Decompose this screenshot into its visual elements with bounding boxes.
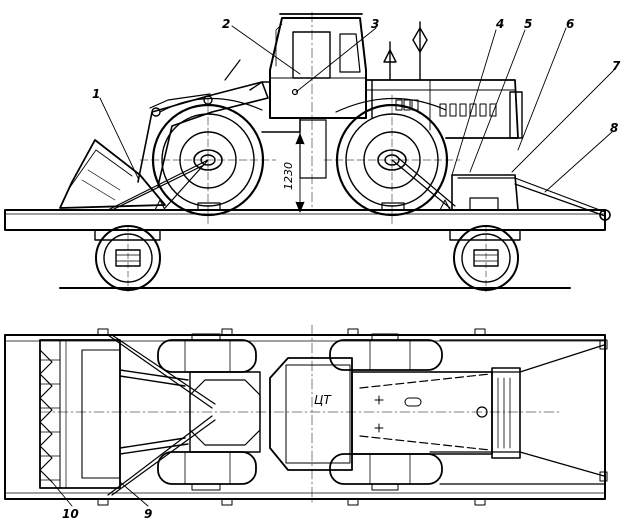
top-view: ЦТ	[4, 324, 608, 507]
exhaust-pipe	[383, 41, 397, 81]
tow-hook	[599, 209, 611, 221]
platform-top-outline	[4, 334, 606, 500]
tie-down-wires-top	[107, 334, 605, 496]
callout-7: 7	[612, 59, 621, 73]
air-intake	[412, 21, 428, 81]
stake-pockets	[97, 328, 608, 506]
bucket-teeth	[39, 349, 53, 483]
callout-3: 3	[371, 17, 379, 31]
cab-door-handle	[291, 88, 299, 96]
callout-labels: 1 2 3 4 5 6 7 8 9 10	[62, 17, 621, 521]
callout-2: 2	[222, 17, 230, 31]
cab	[269, 13, 367, 119]
tie-down-wires	[107, 155, 606, 217]
bogie-frame-right	[449, 229, 521, 241]
cab-top	[269, 357, 353, 471]
center-of-gravity-label: ЦТ	[314, 393, 332, 407]
front-frame	[249, 81, 301, 133]
platform-wheel-right	[453, 225, 519, 293]
rear-block	[469, 197, 499, 211]
callout-6: 6	[566, 17, 574, 31]
callout-leaders-top	[51, 481, 149, 507]
loader-boom	[137, 81, 269, 187]
bucket-top	[39, 339, 121, 489]
engine-hood	[365, 79, 523, 139]
callout-1: 1	[92, 87, 100, 101]
side-view: 1230	[4, 11, 615, 293]
radiator-grille	[509, 91, 523, 139]
callout-5: 5	[524, 17, 532, 31]
cab-step	[299, 119, 327, 179]
engine-top	[351, 367, 521, 459]
rear-counterweight	[451, 174, 519, 211]
height-dimension	[295, 133, 305, 213]
loader-bucket	[59, 139, 166, 209]
boom-cylinder	[149, 93, 211, 109]
callout-4: 4	[495, 17, 504, 31]
callout-8: 8	[610, 121, 618, 135]
engine-cap	[476, 406, 488, 418]
rear-chock	[381, 202, 405, 211]
platform-deck	[4, 209, 606, 231]
height-dimension-label: 1230	[282, 162, 295, 190]
callout-leaders-side	[99, 25, 615, 193]
bogie-frame-left	[94, 229, 161, 241]
rear-fender	[335, 97, 447, 113]
front-fender	[159, 97, 263, 113]
callout-10: 10	[62, 507, 79, 521]
platform-wheel-left	[95, 225, 161, 293]
cab-window	[292, 31, 331, 79]
front-chock	[197, 202, 221, 211]
callout-9: 9	[144, 507, 152, 521]
